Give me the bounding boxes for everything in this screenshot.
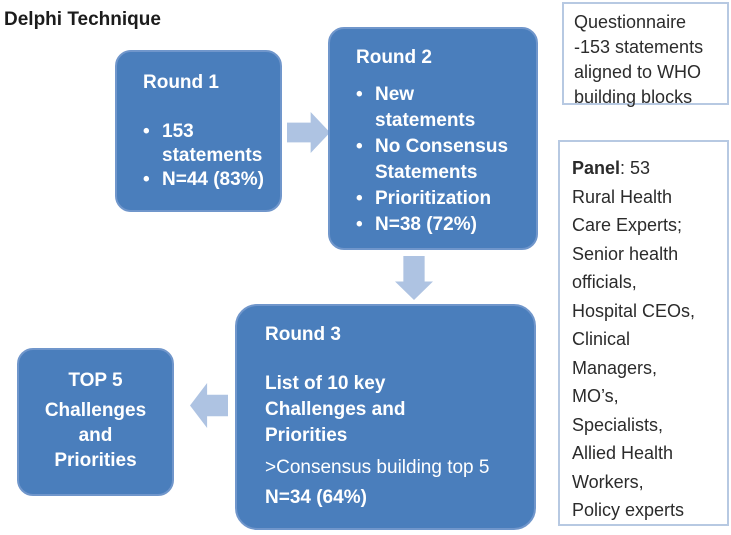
down-arrow xyxy=(395,256,433,300)
round-2-bullet: Prioritization xyxy=(356,186,528,212)
round-1-bullet: N=44 (83%) xyxy=(143,168,270,192)
right-arrow xyxy=(287,112,330,153)
round-2-bullet: No Consensus Statements xyxy=(356,134,528,186)
round-1-bullet: 153 statements xyxy=(143,120,270,168)
diagram-title: Delphi Technique xyxy=(4,9,161,30)
round-1-box: Round 1 153 statementsN=44 (83%) xyxy=(115,50,282,212)
left-arrow xyxy=(190,383,228,428)
panel-label: Panel xyxy=(572,158,621,178)
round-3-heading: Round 3 xyxy=(265,324,341,345)
round-2-bullet: N=38 (72%) xyxy=(356,212,528,238)
top-5-body: Challenges and Priorities xyxy=(44,400,147,471)
round-3-key-list: List of 10 key Challenges and Priorities xyxy=(265,373,406,446)
round-2-bullet-list: New statementsNo Consensus StatementsPri… xyxy=(356,82,528,238)
top-5-box: TOP 5 Challenges and Priorities xyxy=(17,348,174,496)
top-5-heading: TOP 5 xyxy=(68,370,123,391)
round-1-heading: Round 1 xyxy=(143,72,219,93)
questionnaire-note-box: Questionnaire -153 statements aligned to… xyxy=(562,2,729,107)
round-3-box: Round 3 List of 10 key Challenges and Pr… xyxy=(235,304,536,530)
round-2-bullet: New statements xyxy=(356,82,528,134)
round-2-box: Round 2 New statementsNo Consensus State… xyxy=(328,27,538,250)
panel-text: : 53 Rural Health Care Experts; Senior h… xyxy=(572,158,696,520)
panel-note-box: Panel: 53 Rural Health Care Experts; Sen… xyxy=(558,140,729,526)
round-3-consensus-note: >Consensus building top 5 xyxy=(265,457,490,478)
round-2-heading: Round 2 xyxy=(356,47,432,68)
questionnaire-text: Questionnaire -153 statements aligned to… xyxy=(574,12,704,107)
round-1-bullet-list: 153 statementsN=44 (83%) xyxy=(143,120,270,192)
round-3-stat: N=34 (64%) xyxy=(265,487,367,508)
